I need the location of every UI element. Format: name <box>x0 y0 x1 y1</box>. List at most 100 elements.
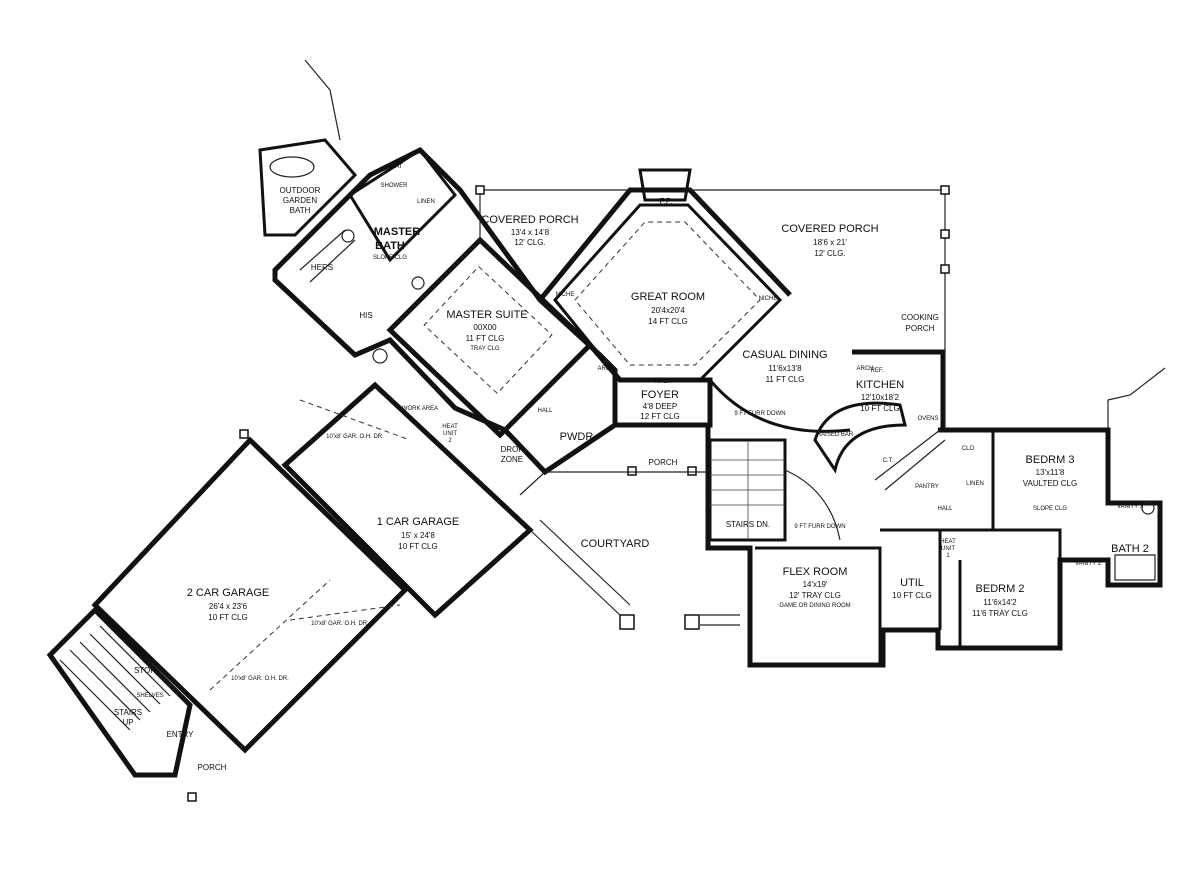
label-covered-porch-right: COVERED PORCH 18'6 x 21' 12' CLG. <box>781 223 878 258</box>
svg-text:4'8 DEEP: 4'8 DEEP <box>643 402 677 411</box>
svg-text:COVERED PORCH: COVERED PORCH <box>481 214 578 226</box>
flex-room-outline <box>755 546 882 665</box>
bedroom-interior-walls <box>938 430 1110 648</box>
svg-text:OUTDOOR: OUTDOOR <box>280 186 321 195</box>
label-porch-bottom: PORCH <box>198 763 227 772</box>
master-wing-outline <box>272 146 618 476</box>
casual-dining-bay <box>708 379 851 433</box>
label-ref: REF. <box>870 368 883 374</box>
label-furr-down-1: 9 FT FURR DOWN <box>794 524 845 530</box>
label-furr-down-2: 9 FT FURR DOWN <box>734 411 785 417</box>
label-arch: ARCH <box>597 366 614 372</box>
label-master-suite: MASTER SUITE 00X00 11 FT CLG TRAY CLG <box>446 309 527 352</box>
label-bedrm3: BEDRM 3 13'x11'8 VAULTED CLG SLOPE CLG <box>1023 454 1077 512</box>
label-cooking-porch: COOKING PORCH <box>901 313 939 333</box>
svg-text:ZONE: ZONE <box>501 455 523 464</box>
svg-text:2: 2 <box>448 438 452 444</box>
one-car-garage-outline <box>281 381 534 619</box>
label-clo: CLO <box>962 446 975 452</box>
furr-down-curve <box>784 469 841 541</box>
label-shelves: SHELVES <box>136 693 163 699</box>
master-tray-ceiling <box>423 265 553 395</box>
svg-text:11'6x13'8: 11'6x13'8 <box>768 364 802 373</box>
stairs-down <box>708 438 787 542</box>
svg-text:11 FT CLG: 11 FT CLG <box>466 334 505 343</box>
label-work-area: WORK AREA <box>402 406 438 412</box>
label-pantry: PANTRY <box>915 484 939 490</box>
bath2-tub <box>1114 554 1156 581</box>
svg-text:11'6x14'2: 11'6x14'2 <box>983 598 1017 607</box>
svg-text:SLOPE CLG: SLOPE CLG <box>1033 506 1067 512</box>
garage-entry-outline <box>46 606 193 778</box>
svg-text:CASUAL DINING: CASUAL DINING <box>742 349 827 361</box>
label-entry: ENTRY <box>167 730 195 739</box>
label-heat-unit-1: HEAT UNIT 1 <box>940 539 956 559</box>
svg-text:12' CLG.: 12' CLG. <box>814 249 845 258</box>
svg-text:12' CLG.: 12' CLG. <box>514 238 545 247</box>
svg-text:BATH: BATH <box>375 240 405 252</box>
svg-text:HEAT: HEAT <box>940 539 956 545</box>
svg-text:PORCH: PORCH <box>906 324 935 333</box>
garage-entry-steps <box>59 625 171 731</box>
label-pwdr: PWDR. <box>560 431 597 443</box>
outdoor-bath-outline <box>258 138 358 237</box>
label-linen-right: LINEN <box>966 481 984 487</box>
label-heat-unit-2: HEAT UNIT 2 <box>442 424 458 444</box>
svg-text:2 CAR GARAGE: 2 CAR GARAGE <box>187 587 270 599</box>
svg-text:13'4 x 14'8: 13'4 x 14'8 <box>511 228 550 237</box>
porch-posts <box>187 185 950 802</box>
label-drop-zone: DROP ZONE <box>500 445 523 464</box>
svg-text:SLOPE CLG: SLOPE CLG <box>373 255 407 261</box>
svg-text:BEDRM 2: BEDRM 2 <box>976 583 1025 595</box>
great-room-tray-ceiling <box>574 221 761 366</box>
svg-text:11 FT CLG: 11 FT CLG <box>766 375 805 384</box>
label-bath2: BATH 2 <box>1111 543 1149 555</box>
svg-text:GARDEN: GARDEN <box>283 196 317 205</box>
label-shower: SHOWER <box>381 183 409 189</box>
courtyard-walk <box>529 519 740 626</box>
label-vanity2: VANITY 2 <box>1075 561 1102 567</box>
label-seat: SEAT <box>387 164 403 170</box>
label-arch: ARCH <box>654 379 671 385</box>
svg-text:FOYER: FOYER <box>641 389 679 401</box>
fireplace-box <box>638 168 692 202</box>
label-garage-door-3: 10'x8' GAR. O.H. DR. <box>231 676 289 682</box>
svg-text:10 FT CLG: 10 FT CLG <box>208 613 247 622</box>
svg-text:BATH: BATH <box>290 206 311 215</box>
bedroom-wing-outline <box>705 425 1163 668</box>
label-hall-left: HALL <box>537 408 553 414</box>
label-arch: ARCH <box>856 366 873 372</box>
label-one-car-garage: 1 CAR GARAGE 15' x 24'8 10 FT CLG <box>377 516 460 551</box>
covered-porch-left-outline <box>479 189 630 240</box>
label-bedrm2: BEDRM 2 11'6x14'2 11'6 TRAY CLG <box>972 583 1028 618</box>
svg-text:UNIT: UNIT <box>941 546 955 552</box>
svg-text:12' TRAY CLG: 12' TRAY CLG <box>789 591 841 600</box>
svg-text:14 FT CLG: 14 FT CLG <box>648 317 687 326</box>
svg-text:10 FT CLG: 10 FT CLG <box>892 591 931 600</box>
kitchen-outline <box>852 349 946 430</box>
kitchen-counter <box>874 429 946 491</box>
svg-text:15' x 24'8: 15' x 24'8 <box>401 531 435 540</box>
label-ovens: OVENS <box>917 416 938 422</box>
label-linen-top: LINEN <box>417 199 435 205</box>
svg-text:18'6 x 21': 18'6 x 21' <box>813 238 847 247</box>
label-hall-right: HALL <box>937 506 953 512</box>
svg-text:STAIRS: STAIRS <box>114 708 142 717</box>
svg-text:UP: UP <box>122 718 133 727</box>
label-great-room: GREAT ROOM 20'4x20'4 14 FT CLG <box>631 291 705 326</box>
master-bath-walls <box>347 147 457 263</box>
label-flex-room: FLEX ROOM 14'x19' 12' TRAY CLG GAME OR D… <box>779 566 850 609</box>
svg-text:20'4x20'4: 20'4x20'4 <box>651 306 685 315</box>
outdoor-path <box>304 59 341 141</box>
svg-text:UNIT: UNIT <box>443 431 457 437</box>
terrain-right <box>1107 367 1166 430</box>
svg-text:KITCHEN: KITCHEN <box>856 379 904 391</box>
label-garage-door-1: 10'x8' GAR. O.H. DR. <box>326 434 384 440</box>
label-covered-porch-left: COVERED PORCH 13'4 x 14'8 12' CLG. <box>481 214 578 247</box>
label-util: UTIL 10 FT CLG <box>892 577 931 600</box>
svg-text:10 FT CLG: 10 FT CLG <box>398 542 437 551</box>
svg-text:00X00: 00X00 <box>473 323 497 332</box>
svg-text:GREAT ROOM: GREAT ROOM <box>631 291 705 303</box>
label-two-car-garage: 2 CAR GARAGE 26'4 x 23'6 10 FT CLG <box>187 587 270 622</box>
